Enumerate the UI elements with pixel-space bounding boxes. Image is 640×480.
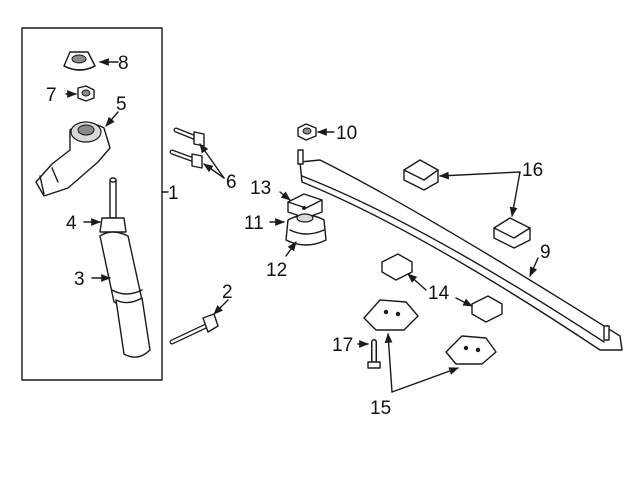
callout-9: 9 — [540, 242, 551, 263]
callout-5: 5 — [116, 94, 127, 115]
part-7-nut — [77, 85, 95, 102]
shock-assembly-box — [21, 27, 163, 381]
callout-13: 13 — [250, 178, 271, 199]
callout-8: 8 — [118, 53, 129, 74]
callout-14: 14 — [428, 283, 450, 304]
callout-15: 15 — [370, 398, 391, 419]
part-8-upper-mount — [63, 51, 96, 71]
part-5-upper-bracket — [35, 121, 111, 197]
part-14-clips — [381, 253, 503, 323]
part-10-nut — [297, 123, 317, 141]
part-6-bolts — [169, 127, 205, 169]
callout-11: 11 — [244, 213, 264, 234]
part-3-shock-absorber — [99, 177, 151, 358]
leader-lines — [65, 58, 539, 393]
part-9-leaf-spring — [297, 149, 623, 351]
callout-7: 7 — [46, 85, 57, 106]
callout-4: 4 — [66, 213, 77, 234]
callout-6: 6 — [226, 172, 237, 193]
part-17-bolt — [367, 339, 381, 369]
part-15-brackets — [363, 299, 497, 365]
part-12-jounce-bumper — [285, 213, 327, 246]
callout-3: 3 — [74, 269, 85, 290]
part-16-spacers — [403, 159, 531, 249]
callout-1: 1 — [168, 183, 179, 204]
callout-2: 2 — [222, 282, 233, 303]
part-13-bump-stop-pad — [287, 193, 323, 219]
callout-17: 17 — [332, 335, 353, 356]
callout-16: 16 — [522, 160, 543, 181]
callout-12: 12 — [266, 260, 287, 281]
callout-10: 10 — [336, 123, 357, 144]
part-2-bolt — [169, 313, 219, 345]
